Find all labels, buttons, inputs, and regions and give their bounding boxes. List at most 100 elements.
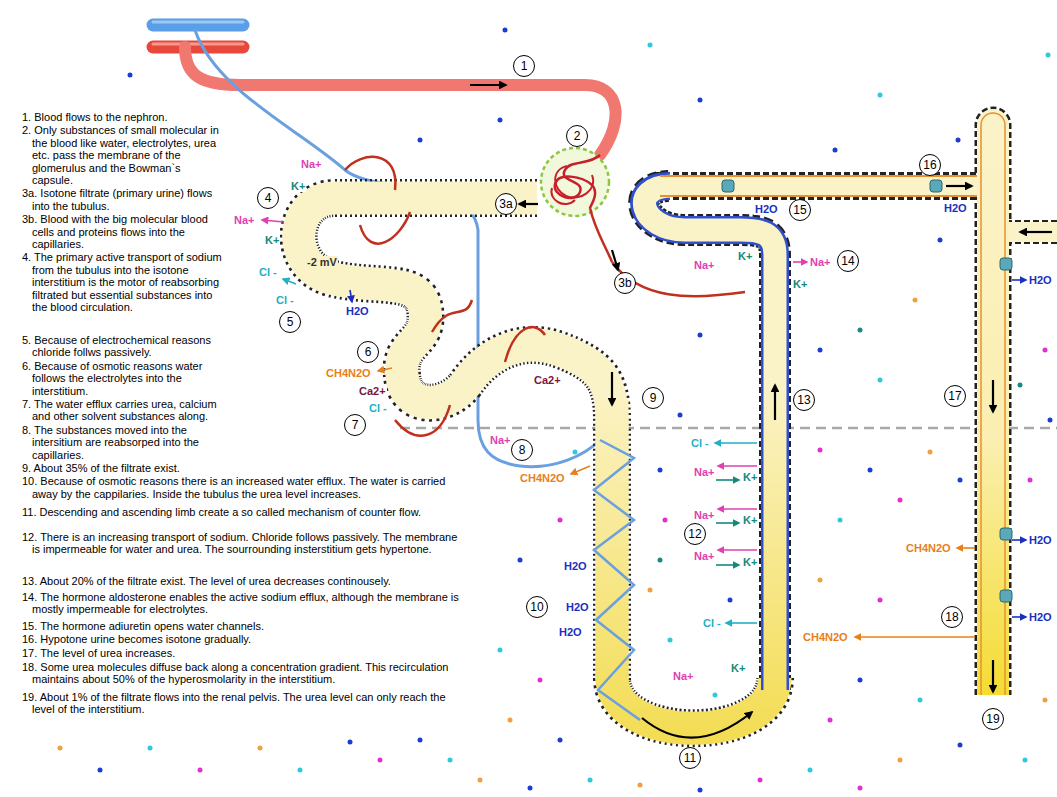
- tubule-lumen: [299, 198, 612, 680]
- ion-label: Na+: [809, 256, 832, 268]
- ion-label: K+: [792, 278, 808, 290]
- callout-number: 7: [344, 414, 366, 436]
- callout-number: 10: [526, 596, 548, 618]
- water-channels: [1000, 590, 1012, 602]
- tubule-lumen: [596, 400, 629, 682]
- interstitium-dots: [658, 468, 663, 473]
- ion-label: Ca2+: [533, 374, 562, 386]
- water-channels: [1000, 258, 1012, 270]
- callout-number: 18: [941, 606, 963, 628]
- interstitium-dots: [758, 778, 763, 783]
- interstitium-dots: [958, 478, 963, 483]
- explanation-text: 3a. Isotone filtrate (primary urine) flo…: [22, 187, 222, 212]
- interstitium-dots: [898, 758, 903, 763]
- water-channels: [930, 180, 942, 192]
- ion-label: Cl -: [368, 402, 388, 414]
- explanation-text: 17. The level of urea increases.: [22, 647, 462, 659]
- ion-label: H2O: [1028, 611, 1053, 623]
- explanation-text: 13. About 20% of the filtrate exist. The…: [22, 575, 462, 587]
- ion-label: K+: [742, 556, 758, 568]
- explanation-text: 16. Hypotone urine becomes isotone gradu…: [22, 633, 462, 645]
- interstitium-dots: [1043, 348, 1048, 353]
- interstitium-dots: [698, 788, 703, 793]
- interstitium-dots: [1023, 758, 1028, 763]
- explanation-text: 9. About 35% of the filtrate exist.: [22, 462, 222, 474]
- interstitium-dots: [1048, 418, 1053, 423]
- ion-label: CH4N2O: [802, 631, 849, 643]
- interstitium-dots: [148, 746, 153, 751]
- callout-number: 16: [919, 154, 941, 176]
- flow-arrows: [992, 380, 994, 412]
- ion-label: CH4N2O: [905, 542, 952, 554]
- glomerulus: [541, 148, 609, 216]
- tubule-outlines: [976, 108, 1010, 695]
- ion-transport-arrows: [716, 522, 739, 524]
- ion-label: Na+: [693, 466, 716, 478]
- tubule-outlines: [644, 186, 775, 690]
- ion-transport-arrows: [718, 465, 757, 467]
- ion-transport-arrows: [1012, 279, 1026, 281]
- interstitium-dots: [58, 746, 63, 751]
- interstitium-dots: [503, 28, 508, 33]
- interstitium-dots: [698, 98, 703, 103]
- ion-transport-arrows: [350, 290, 352, 302]
- callout-number: 15: [789, 199, 811, 221]
- interstitium-dots: [828, 718, 833, 723]
- capillaries: [590, 208, 612, 262]
- ion-transport-arrows: [855, 636, 975, 638]
- flow-arrows: [642, 712, 752, 738]
- interstitium-dots: [838, 518, 843, 523]
- ion-transport-arrows: [262, 220, 1026, 637]
- callout-number: 3b: [614, 272, 636, 294]
- explanation-text: 18. Some urea molecules diffuse back alo…: [22, 661, 462, 686]
- ion-label: K+: [730, 662, 746, 674]
- interstitium-dots: [678, 413, 683, 418]
- ion-label: Na+: [489, 434, 512, 446]
- ion-transport-arrows: [378, 368, 392, 371]
- water-channels: [722, 180, 734, 192]
- tubule-lumen: [644, 186, 775, 700]
- ion-label: H2O: [565, 601, 590, 613]
- explanation-text: 11. Descending and ascending limb create…: [22, 506, 462, 518]
- ion-label: Ca2+: [358, 385, 387, 397]
- interstitium-dots: [558, 518, 563, 523]
- ion-transport-arrows: [957, 547, 975, 549]
- blood-vessels: [153, 22, 616, 467]
- interstitium-dots: [858, 328, 863, 333]
- ion-label: CH4N2O: [325, 367, 372, 379]
- interstitium-dots: [348, 740, 353, 745]
- explanation-text: 4. The primary active transport of sodiu…: [22, 251, 222, 313]
- interstitium-dots: [558, 738, 563, 743]
- interstitium-dots: [898, 498, 903, 503]
- ion-label: Na+: [300, 158, 323, 170]
- callout-number: 9: [642, 387, 664, 409]
- callout-number: 8: [511, 439, 533, 461]
- ion-label: K+: [290, 180, 306, 192]
- ion-label: Na+: [233, 214, 256, 226]
- interstitium-dots: [508, 718, 513, 723]
- interstitium-dots: [98, 768, 103, 773]
- ion-label: Na+: [693, 509, 716, 521]
- callout-number: 13: [793, 389, 815, 411]
- interstitium-dots: [918, 698, 923, 703]
- interstitium-dots: [1018, 383, 1023, 388]
- callout-number: 6: [357, 341, 379, 363]
- interstitium-dots: [298, 768, 303, 773]
- explanation-text: 7. The water efflux carries urea, calciu…: [22, 398, 222, 423]
- ion-label: K+: [742, 514, 758, 526]
- capillaries: [395, 405, 450, 436]
- interstitium-dots: [698, 333, 703, 338]
- interstitium-dots: [878, 93, 883, 98]
- capillaries: [612, 262, 745, 296]
- flow-arrows: [612, 250, 618, 270]
- interstitium-dots: [648, 43, 653, 48]
- ion-transport-arrows: [283, 279, 296, 284]
- interstitium-dots: [378, 758, 383, 763]
- interstitium-dots: [913, 298, 918, 303]
- interstitium-dots: [668, 638, 673, 643]
- interstitium-dots: [528, 786, 533, 791]
- interstitium-dots: [573, 450, 578, 455]
- callout-number: 5: [279, 311, 301, 333]
- tubule-lumen: [612, 678, 775, 728]
